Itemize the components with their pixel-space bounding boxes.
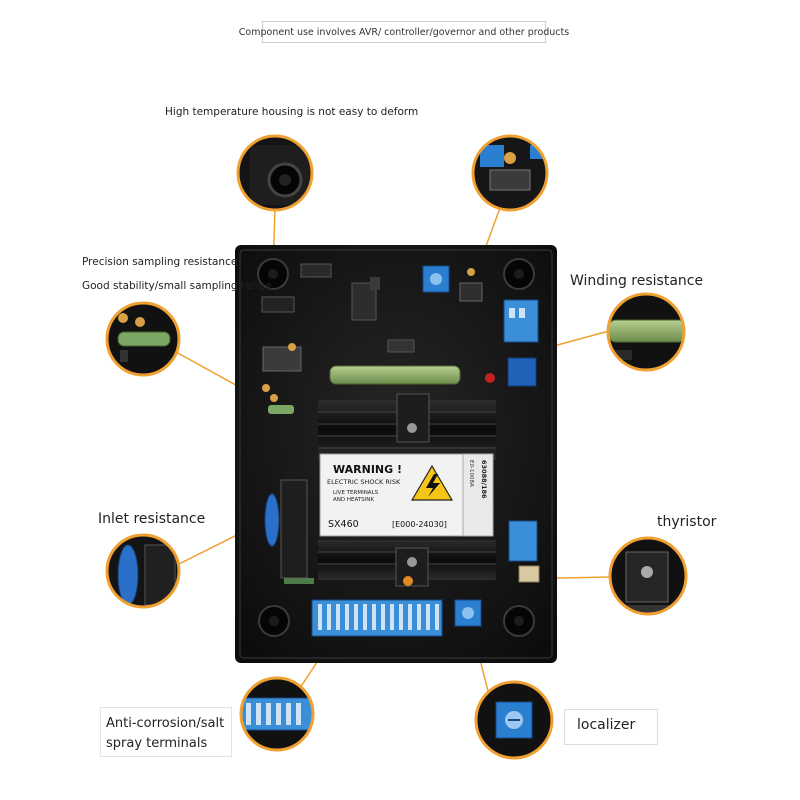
mounting-holes	[257, 258, 535, 637]
label-housing: High temperature housing is not easy to …	[165, 106, 419, 118]
label-anticorrosion: Anti-corrosion/salt spray terminals	[106, 714, 224, 754]
top-banner: Component use involves AVR/ controller/g…	[239, 21, 569, 43]
model-number: SX460	[328, 519, 359, 530]
label-localizer: localizer	[577, 717, 636, 733]
warning-plate	[319, 453, 494, 537]
label-anticorrosion-line2: spray terminals	[106, 736, 208, 751]
label-inlet-resistance: Inlet resistance	[98, 511, 206, 527]
warning-title: WARNING !	[333, 463, 402, 476]
zoom-housing	[236, 134, 314, 212]
zoom-localizer	[474, 680, 554, 760]
label-frame-anticorrosion	[100, 707, 232, 757]
side-code: E0-1008A	[468, 460, 474, 487]
serial-number: 63088/186	[480, 460, 488, 499]
zoom-terminals	[239, 676, 315, 752]
label-winding-resistance: Winding resistance	[570, 273, 704, 289]
label-stability: Good stability/small sampling range	[82, 280, 272, 292]
zoom-inlet-resistor	[105, 533, 181, 609]
warning-line3: AND HEATSINK	[333, 497, 374, 503]
label-anticorrosion-line1: Anti-corrosion/salt	[106, 716, 225, 731]
part-number: [E000-24030]	[392, 520, 447, 529]
zoom-winding-resistor	[606, 292, 686, 372]
terminal-strip	[311, 599, 443, 637]
avr-board	[235, 245, 557, 663]
zoom-thyristor	[608, 536, 688, 616]
warning-line1: ELECTRIC SHOCK RISK	[327, 478, 401, 486]
zoom-precision-resistor	[105, 301, 181, 377]
label-frame-localizer	[564, 709, 658, 745]
label-thyristor: thyristor	[657, 514, 717, 530]
zoom-trim-components	[471, 134, 549, 212]
heatsink	[318, 393, 496, 587]
label-precision-resistance: Precision sampling resistance	[82, 256, 238, 268]
warning-line2: LIVE TERMINALS	[333, 490, 379, 496]
